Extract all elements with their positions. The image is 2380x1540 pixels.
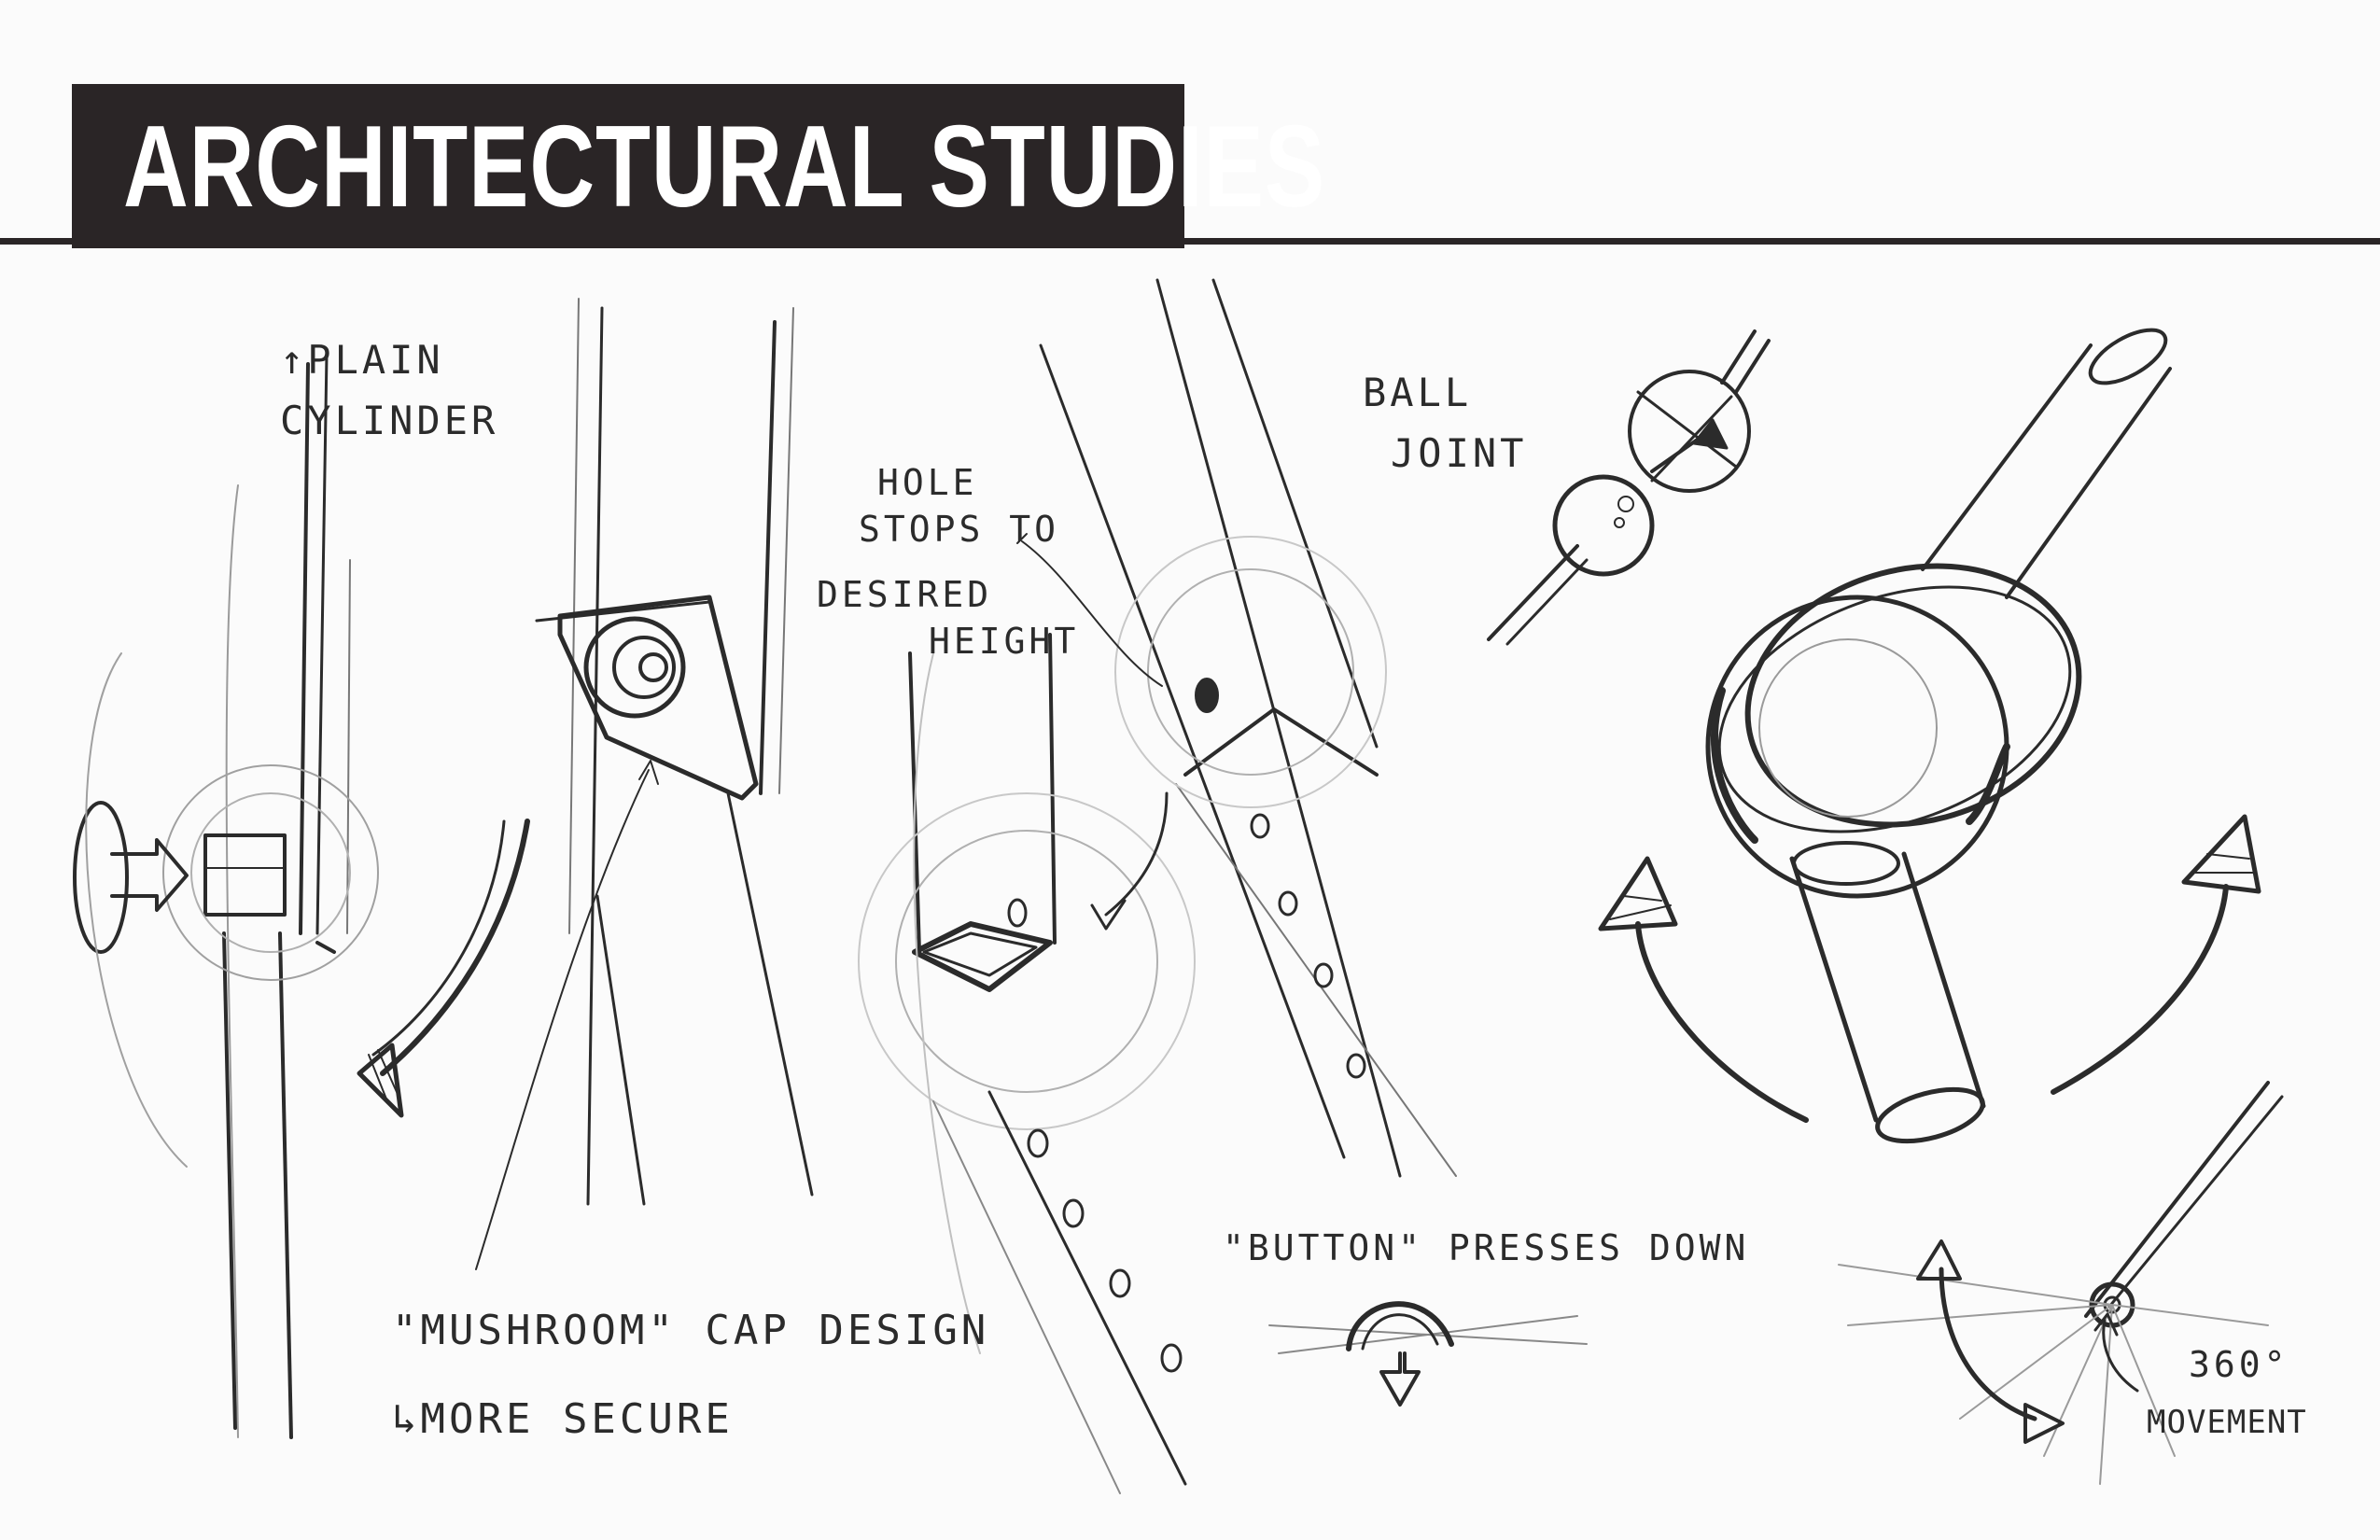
- ball-joint-label-2: JOINT: [1391, 430, 1527, 476]
- button-sketch: [1268, 1301, 1588, 1407]
- plain-cylinder-label-2: CYLINDER: [280, 398, 498, 443]
- hole-label-2: STOPS TO: [859, 509, 1059, 550]
- title-banner: ARCHITECTURAL STUDIES: [72, 84, 1324, 248]
- hole-label-1: HOLE: [877, 462, 978, 503]
- ball-joint-large-sketch: [1598, 328, 2261, 1144]
- swivel-joint-sketch: [1838, 1081, 2284, 1485]
- movement-label-1: 360°: [2189, 1344, 2289, 1385]
- page-title: ARCHITECTURAL STUDIES: [123, 103, 1326, 231]
- hole-label-4: HEIGHT: [929, 621, 1079, 662]
- header-rule: [0, 238, 2380, 245]
- movement-label-2: MOVEMENT: [2147, 1404, 2307, 1441]
- mushroom-label-2: ↳MORE SECURE: [392, 1395, 734, 1443]
- button-label: "BUTTON" PRESSES DOWN: [1223, 1227, 1749, 1268]
- ball-joint-label-1: BALL: [1363, 370, 1472, 415]
- mushroom-cap-sketch: [475, 298, 814, 1270]
- plain-cylinder-label-1: ↑PLAIN: [280, 337, 444, 383]
- plain-cylinder-sketch: [73, 353, 530, 1439]
- hole-label-3: DESIRED: [817, 574, 992, 615]
- square-tube-sketch: [858, 278, 1457, 1494]
- hole-leader-line: [1021, 540, 1163, 687]
- mushroom-label-1: "MUSHROOM" CAP DESIGN: [392, 1307, 989, 1354]
- ball-joint-small-sketch: [1487, 329, 1771, 646]
